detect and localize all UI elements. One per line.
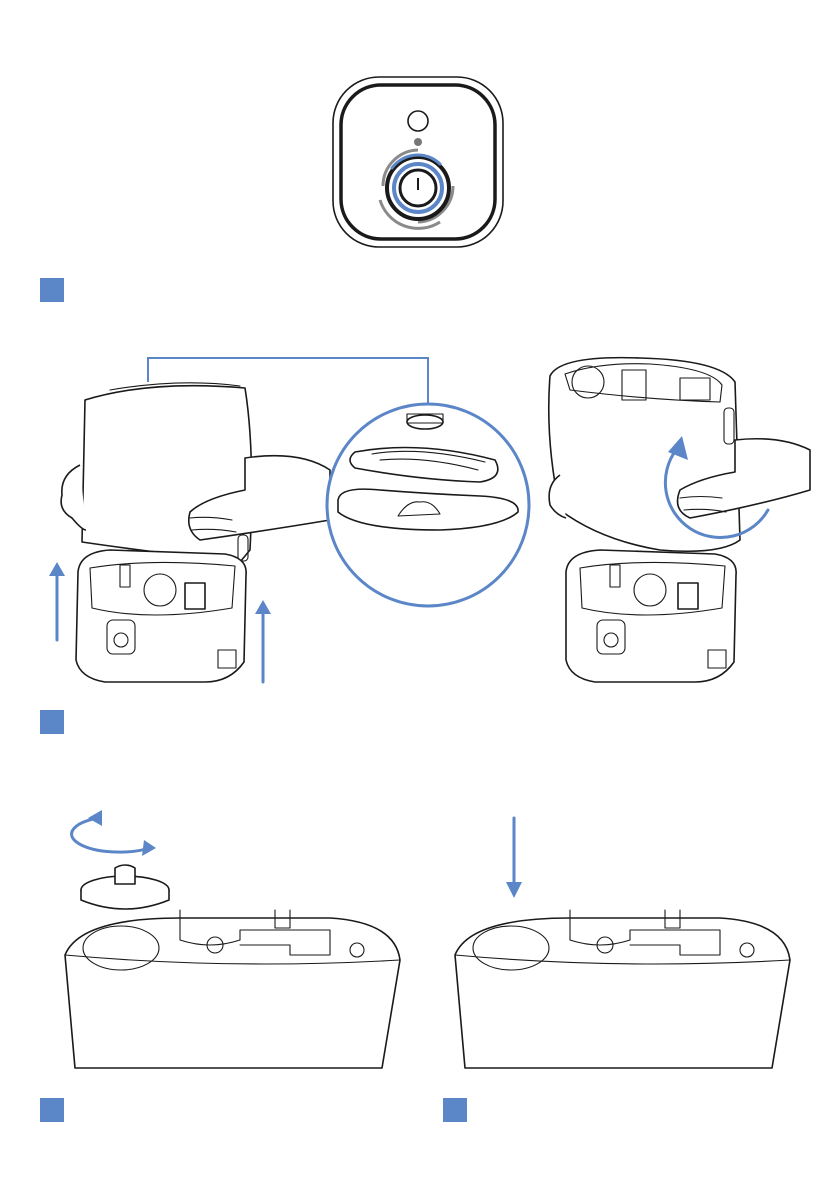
- arrow-down-icon: [506, 818, 522, 898]
- control-panel-illustration: [0, 0, 840, 260]
- lift-tank-illustration: [0, 290, 840, 710]
- step-marker-2: [40, 710, 64, 734]
- arrow-up-icon: [255, 600, 271, 682]
- rotate-arrow-icon: [72, 810, 156, 856]
- step-marker-3: [40, 1098, 64, 1122]
- arrow-up-icon: [49, 562, 65, 640]
- indicator-light-icon: [408, 111, 428, 146]
- power-button-icon[interactable]: [380, 150, 453, 228]
- unscrew-cap-illustration: [0, 800, 420, 1130]
- place-cap-illustration: [390, 800, 810, 1130]
- step-marker-4: [443, 1098, 467, 1122]
